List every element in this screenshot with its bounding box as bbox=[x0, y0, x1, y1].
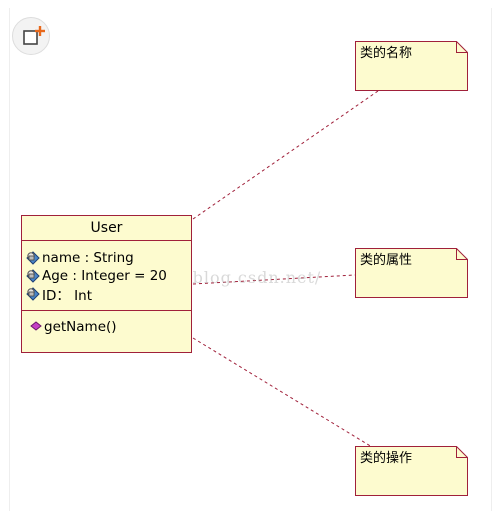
attribute-icon bbox=[26, 251, 40, 265]
attributes-compartment: name : String Age : Integer = 20 ID： Int bbox=[22, 241, 191, 311]
connector-class-name bbox=[192, 90, 379, 220]
connector-class-operations bbox=[192, 337, 373, 448]
attribute-icon bbox=[26, 287, 40, 301]
note-text: 类的属性 bbox=[360, 253, 413, 268]
uml-class-box[interactable]: User name : String Age : Integer = 20 bbox=[21, 215, 192, 353]
operation-row[interactable]: getName() bbox=[22, 318, 191, 336]
note-class-name[interactable]: 类的名称 bbox=[355, 41, 468, 91]
operations-compartment: getName() bbox=[22, 311, 191, 336]
attribute-row[interactable]: Age : Integer = 20 bbox=[22, 267, 191, 285]
add-element-button[interactable] bbox=[12, 17, 50, 55]
attribute-row[interactable]: ID： Int bbox=[22, 285, 191, 304]
attribute-row[interactable]: name : String bbox=[22, 249, 191, 267]
attribute-text: ID： Int bbox=[42, 288, 92, 304]
note-class-attributes[interactable]: 类的属性 bbox=[355, 248, 468, 298]
note-shape bbox=[355, 41, 468, 91]
class-name: User bbox=[22, 216, 191, 241]
note-class-operations[interactable]: 类的操作 bbox=[355, 446, 468, 496]
operation-icon bbox=[30, 321, 42, 331]
note-text: 类的操作 bbox=[360, 451, 413, 466]
attribute-text: name : String bbox=[42, 250, 134, 266]
note-shape bbox=[355, 248, 468, 298]
add-note-icon bbox=[23, 26, 45, 45]
operation-text: getName() bbox=[44, 319, 117, 335]
attribute-text: Age : Integer = 20 bbox=[42, 268, 167, 284]
note-text: 类的名称 bbox=[360, 46, 413, 61]
attribute-icon bbox=[26, 269, 40, 283]
note-shape bbox=[355, 446, 468, 496]
